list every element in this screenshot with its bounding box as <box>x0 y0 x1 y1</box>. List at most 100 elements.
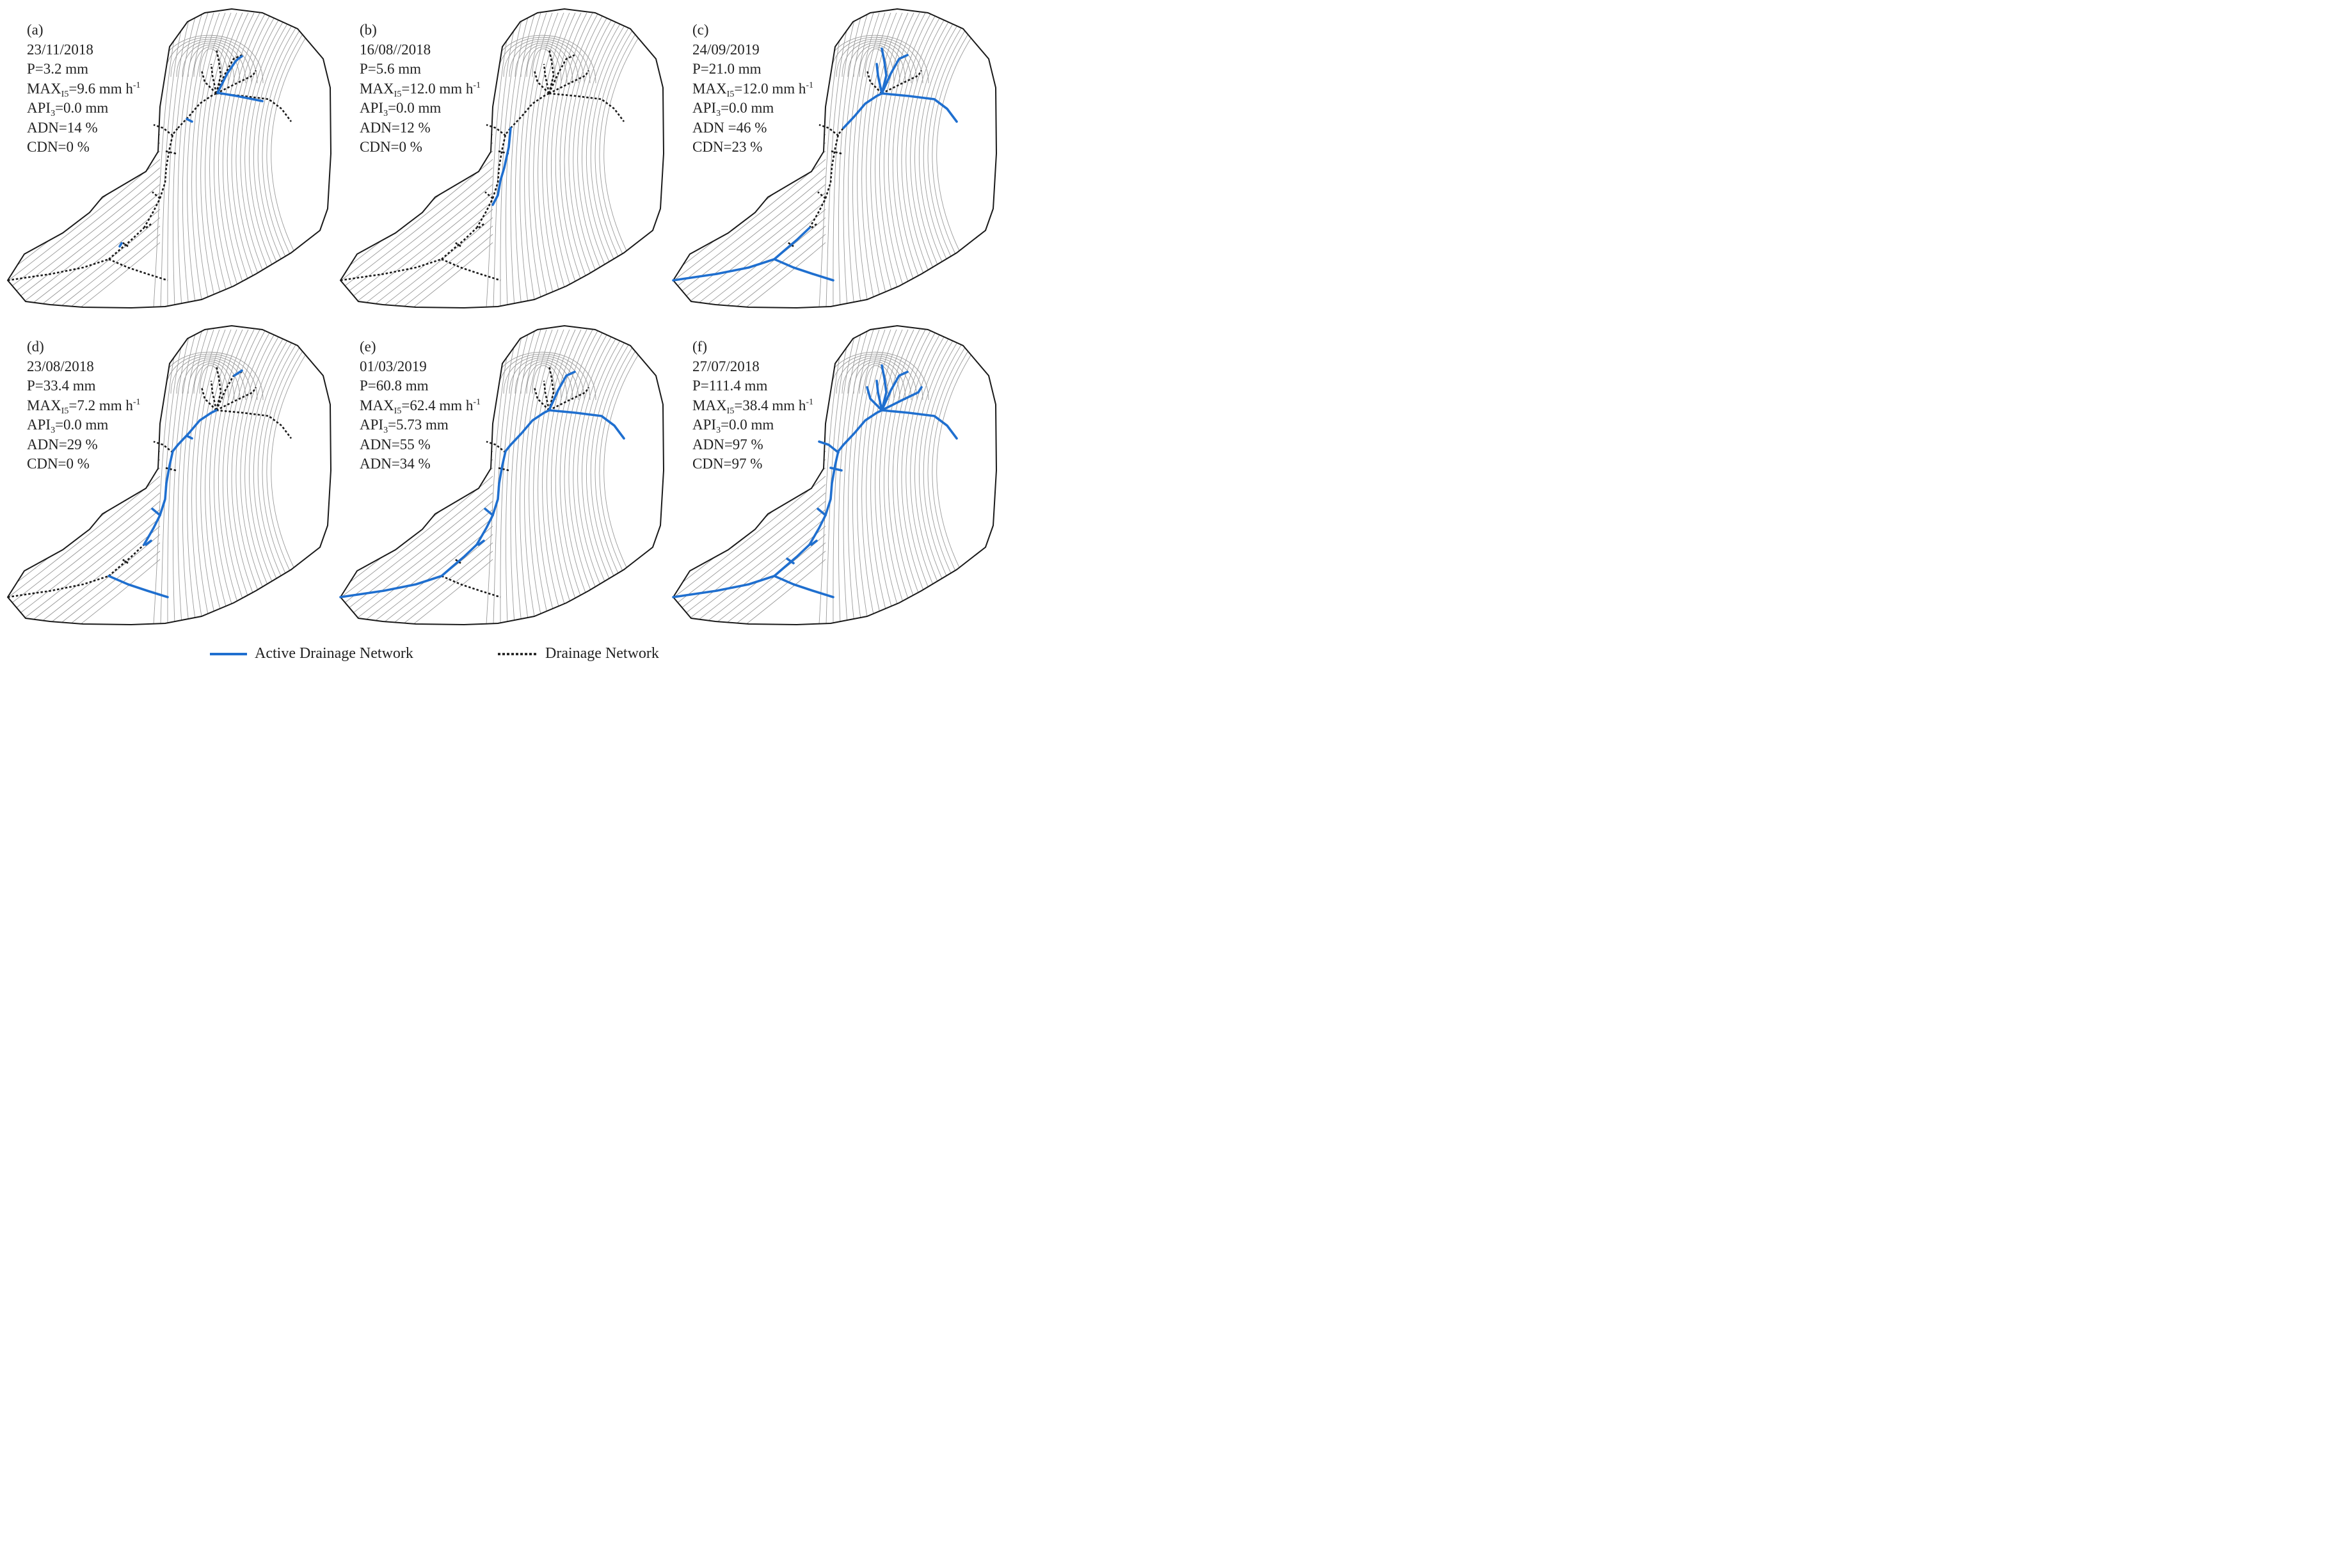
antecedent-precipitation: API3=0.0 mm <box>692 99 813 118</box>
contour-line <box>231 12 272 308</box>
adn-value: ADN=12 % <box>360 119 431 136</box>
api-prefix: API <box>27 417 51 433</box>
contour-line <box>214 12 249 308</box>
contour-line <box>503 355 585 401</box>
active-drainage-segment <box>881 364 888 412</box>
contour-line <box>249 329 295 625</box>
drainage-segment <box>215 48 222 94</box>
cdn-value: CDN=0 % <box>27 139 90 155</box>
contour-line <box>8 525 161 625</box>
legend-network: Drainage Network <box>498 645 659 662</box>
drainage-segment <box>7 575 109 598</box>
contour-line <box>836 355 918 401</box>
contour-line <box>8 175 161 298</box>
adn-value: ADN=14 % <box>27 119 98 136</box>
contour-line <box>196 329 226 625</box>
contour-line <box>200 329 232 625</box>
active-drainage-segment <box>786 557 795 564</box>
contour-line <box>520 44 568 84</box>
contour-line <box>8 517 161 625</box>
contour-line <box>919 329 968 625</box>
contour-line <box>532 48 556 84</box>
contour-line <box>673 542 826 625</box>
contour-line <box>842 40 912 84</box>
contour-line <box>8 559 161 625</box>
max-intensity: MAXI5=62.4 mm h-1 <box>360 396 481 416</box>
contour-line <box>826 329 851 625</box>
api-value: =0.0 mm <box>721 100 774 116</box>
api-prefix: API <box>692 100 717 116</box>
drainage-segment <box>145 223 152 229</box>
contour-line <box>853 361 900 401</box>
drainage-segment <box>7 258 109 282</box>
active-drainage-segment <box>216 92 264 102</box>
drainage-segment <box>441 258 501 282</box>
event-date: 24/09/2019 <box>692 41 760 58</box>
contour-line <box>253 12 302 308</box>
contour-line <box>833 12 857 308</box>
contour-line <box>193 46 229 84</box>
cdn-value: CDN=23 % <box>692 139 763 155</box>
contour-line <box>340 225 493 308</box>
active-drainage-segment <box>881 371 909 412</box>
contour-line <box>526 46 562 84</box>
contour-line <box>673 517 826 625</box>
catchment-map <box>339 324 665 626</box>
max-intensity: MAXI5=12.0 mm h-1 <box>360 79 481 99</box>
contour-line <box>515 359 573 401</box>
drainage-segment <box>454 557 461 564</box>
active-drainage-segment <box>881 54 909 95</box>
max-intensity-value: =7.2 mm h <box>68 397 133 413</box>
contour-line <box>853 44 900 84</box>
contour-line <box>901 12 943 308</box>
contour-line <box>205 329 237 625</box>
contour-line <box>524 329 553 625</box>
drainage-segment <box>548 54 575 94</box>
contour-line <box>497 353 591 401</box>
contour-line <box>235 12 278 308</box>
contour-line <box>493 12 518 308</box>
contour-line <box>897 12 938 308</box>
contour-line <box>8 550 161 625</box>
max-intensity-prefix: MAX <box>27 397 61 413</box>
active-drainage-segment <box>829 467 843 472</box>
active-drainage-segment <box>159 444 179 516</box>
contour-line <box>538 12 570 308</box>
drainage-segment <box>830 150 842 155</box>
contour-line <box>586 329 635 625</box>
adn-value: ADN=55 % <box>360 436 431 452</box>
cdn-value: CDN=0 % <box>27 456 90 472</box>
active-drainage-segment <box>509 409 550 446</box>
contour-line <box>533 329 564 625</box>
precipitation: P=5.6 mm <box>360 61 422 77</box>
contour-line <box>673 167 826 290</box>
cdn-value: ADN=34 % <box>360 456 431 472</box>
drainage-segment <box>121 557 129 564</box>
contour-line <box>188 361 235 401</box>
api-value: =5.73 mm <box>388 417 449 433</box>
max-intensity-superscript: -1 <box>132 397 141 407</box>
active-drainage-network <box>672 364 958 598</box>
legend-active-label: Active Drainage Network <box>255 645 413 662</box>
contour-line <box>182 42 241 84</box>
contour-line <box>573 12 616 308</box>
contour-line <box>547 12 582 308</box>
max-intensity-superscript: -1 <box>473 80 481 90</box>
catchment-map <box>6 8 332 309</box>
contour-line <box>235 329 278 625</box>
contour-line <box>253 329 302 625</box>
drainage-segment <box>152 191 161 199</box>
contour-line <box>843 12 868 308</box>
contour-line <box>515 329 541 625</box>
active-drainage-segment <box>808 514 827 546</box>
contour-line <box>160 12 186 308</box>
active-drainage-segment <box>866 386 883 412</box>
antecedent-precipitation: API3=5.73 mm <box>360 415 481 435</box>
active-drainage-segment <box>186 118 193 123</box>
active-drainage-segment <box>842 409 883 446</box>
